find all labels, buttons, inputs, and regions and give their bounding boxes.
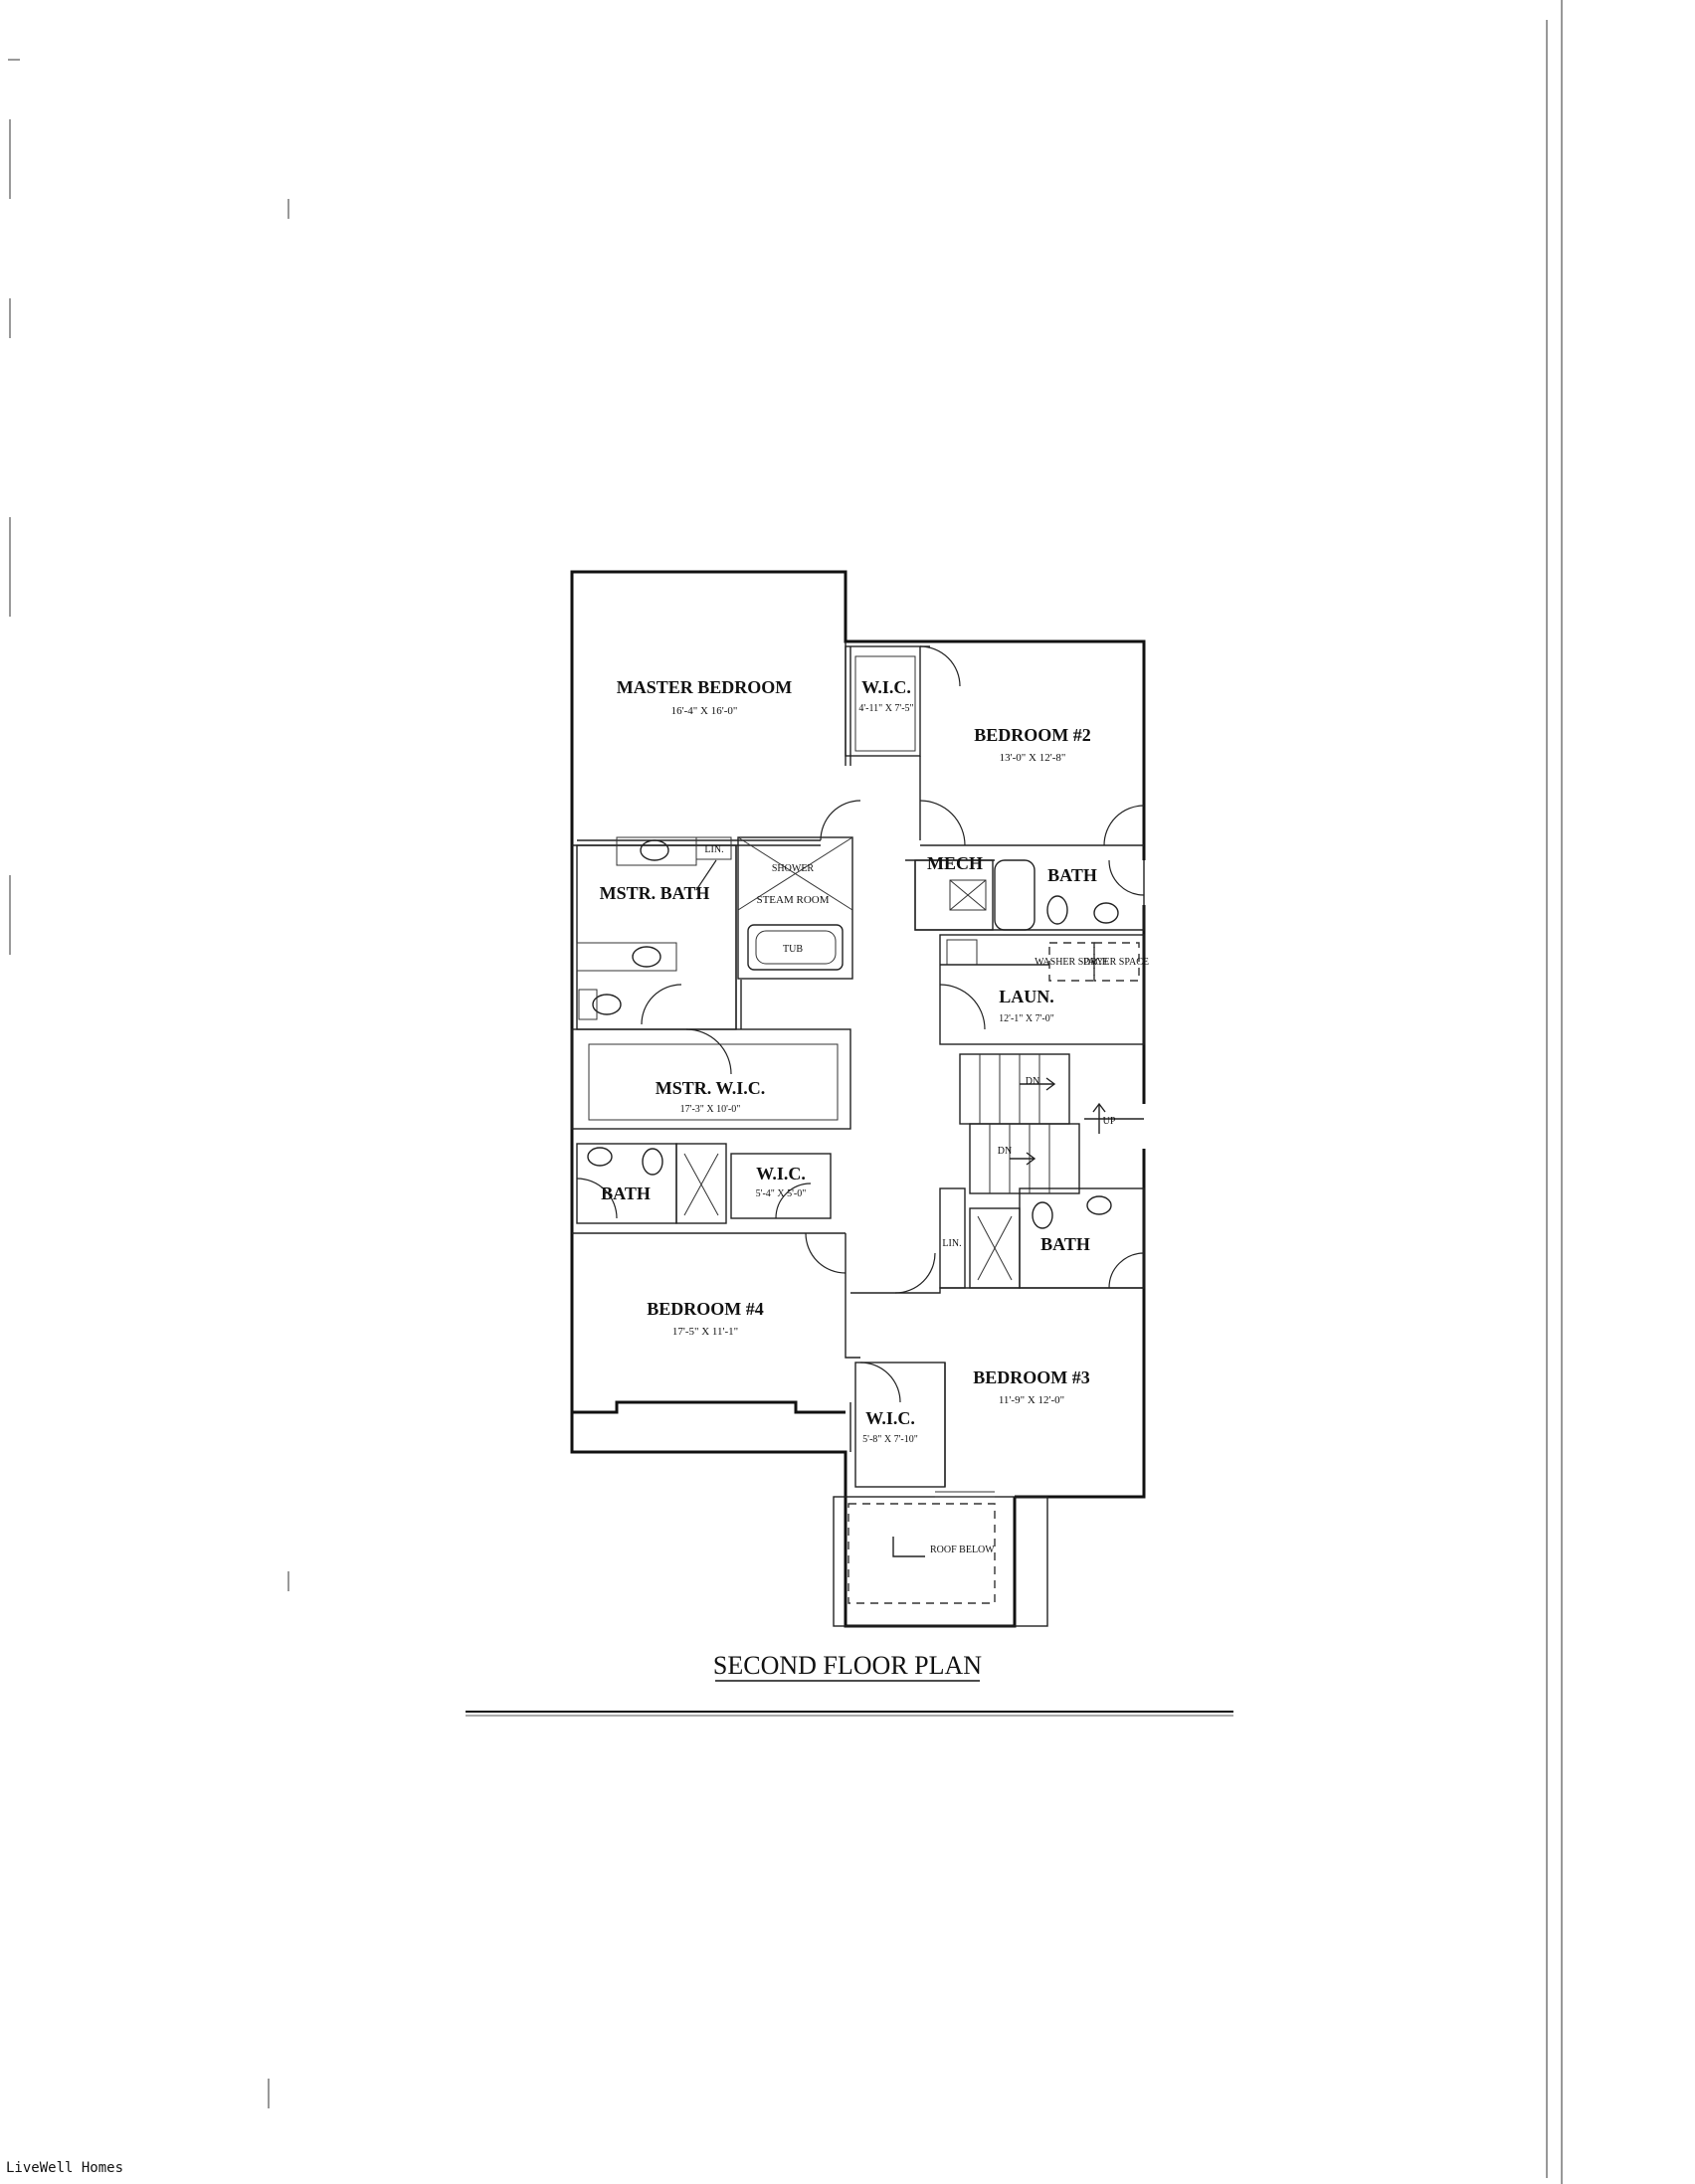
stair-dn-bottom-label: DN	[998, 1146, 1012, 1157]
master-wic-zone	[571, 980, 851, 1130]
bedroom3-dims: 11'-9" X 12'-0"	[999, 1394, 1064, 1406]
toilet-icon	[592, 994, 622, 1015]
lin-hall-label: LIN.	[942, 1238, 961, 1249]
steam-room-label: STEAM ROOM	[756, 894, 829, 906]
shower-label: SHOWER	[772, 863, 815, 874]
laundry-label: LAUN.	[999, 987, 1054, 1006]
mstr-wic-dims: 17'-3" X 10'-0"	[680, 1104, 741, 1115]
bedroom4-label: BEDROOM #4	[647, 1299, 764, 1319]
mech-label: MECH	[927, 853, 983, 873]
laundry-zone	[939, 934, 1145, 1045]
sink-icon	[1086, 1195, 1112, 1215]
steam-room-zone	[737, 836, 853, 980]
wic-bed4-label: W.I.C.	[756, 1164, 806, 1183]
sink-icon	[632, 946, 661, 968]
master-door-swing	[820, 800, 861, 841]
wic-top-label: W.I.C.	[861, 677, 911, 697]
mstr-bath-label: MSTR. BATH	[600, 883, 710, 903]
master-bedroom-label: MASTER BEDROOM	[617, 677, 793, 697]
mstr-wic-label: MSTR. W.I.C.	[656, 1078, 766, 1098]
tub-icon	[747, 924, 844, 971]
laundry-dims: 12'-1" X 7'-0"	[999, 1013, 1054, 1024]
page-title: SECOND FLOOR PLAN	[713, 1651, 982, 1680]
master-bedroom-dims: 16'-4" X 16'-0"	[671, 705, 738, 717]
wic-bed4-dims: 5'-4" X 5'-0"	[756, 1188, 807, 1199]
wic-bed3-dims: 5'-8" X 7'-10"	[862, 1434, 918, 1445]
sink-icon	[587, 1147, 613, 1167]
stair-dn-top-label: DN	[1026, 1076, 1039, 1087]
bedroom2-label: BEDROOM #2	[974, 725, 1091, 745]
stair-up-label: UP	[1103, 1116, 1116, 1127]
stair-zone	[959, 1053, 1144, 1194]
master-bedroom-zone	[572, 641, 861, 846]
sink-icon	[1093, 902, 1119, 924]
toilet-icon	[642, 1148, 663, 1176]
bedroom2-dims: 13'-0" X 12'-8"	[1000, 752, 1066, 764]
footer-label: LiveWell Homes	[6, 2160, 124, 2176]
scan-margin-marks	[8, 0, 1563, 2184]
toilet-icon	[1032, 1201, 1053, 1229]
bath-bed2-label: BATH	[1047, 865, 1097, 885]
bathtub-icon	[994, 859, 1036, 931]
lin-master-label: LIN.	[704, 844, 723, 855]
mech-bath-zone	[905, 859, 1145, 931]
bedroom3-label: BEDROOM #3	[973, 1367, 1090, 1387]
roof-below-label: ROOF BELOW	[930, 1545, 995, 1555]
master-bath-zone	[576, 836, 737, 1030]
lower-bedrooms-walls	[845, 1233, 1144, 1488]
tub-label: TUB	[783, 944, 803, 955]
wic-bed3-label: W.I.C.	[865, 1408, 915, 1428]
dryer-space-label: DRYER SPACE	[1083, 957, 1149, 968]
bath-bed3-label: BATH	[1040, 1234, 1090, 1254]
wic-top-dims: 4'-11" X 7'-5"	[858, 703, 913, 714]
wic-top-zone	[845, 645, 961, 757]
bedroom4-dims: 17'-5" X 11'-1"	[672, 1326, 738, 1338]
roof-below-zone	[833, 1491, 1048, 1627]
bedroom3-bath-zone	[894, 1187, 1145, 1294]
bath-bed4-label: BATH	[601, 1183, 651, 1203]
sink-icon	[640, 839, 669, 861]
bedroom2-walls	[919, 756, 1145, 846]
toilet-icon	[1046, 895, 1068, 925]
bedroom4-bath-zone	[572, 1143, 847, 1274]
washer-space-label: WASHER SPACE	[1035, 957, 1108, 968]
